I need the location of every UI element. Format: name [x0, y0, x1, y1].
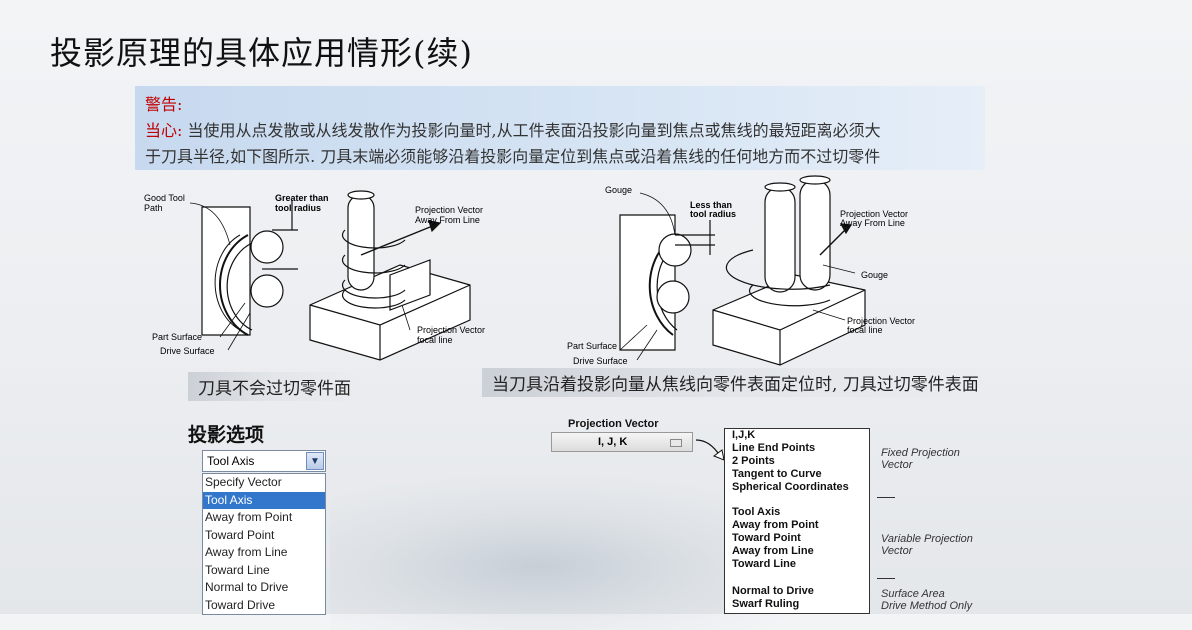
drive-surface-label-right: Drive Surface	[573, 356, 628, 366]
gouge-top-label: Gouge	[605, 185, 632, 195]
part-surface-label-right: Part Surface	[567, 341, 617, 351]
caution-label: 当心:	[145, 121, 183, 140]
pv-list-item[interactable]: Toward Point	[732, 532, 801, 544]
part-surface-label: Part Surface	[152, 332, 202, 342]
greater-than-label: Greater than	[275, 193, 329, 203]
right-diagram: Gouge Less than tool radius Projection V…	[567, 175, 915, 366]
projection-away-label: Projection Vector	[415, 205, 483, 215]
warning-line-1: 当心: 当使用从点发散或从线发散作为投影向量时,从工件表面沿投影向量到焦点或焦线…	[145, 121, 881, 140]
projection-vector-value: I, J, K	[598, 436, 628, 448]
dropdown-item[interactable]: Normal to Drive	[205, 580, 289, 594]
projection-select-value: Tool Axis	[207, 454, 255, 468]
greater-than-label-2: tool radius	[275, 203, 321, 213]
caption-left: 刀具不会过切零件面	[188, 372, 361, 401]
projection-focal-label-right: Projection Vector	[847, 316, 915, 326]
left-diagram: Good Tool Path Greater than tool radius …	[144, 190, 485, 361]
drive-surface-label: Drive Surface	[160, 346, 215, 356]
group-divider	[877, 578, 895, 579]
warning-box: 警告: 当心: 当使用从点发散或从线发散作为投影向量时,从工件表面沿投影向量到焦…	[135, 86, 985, 170]
dropdown-item[interactable]: Toward Point	[205, 527, 275, 542]
pv-list-item[interactable]: Swarf Ruling	[732, 598, 800, 610]
page-title: 投影原理的具体应用情形(续)	[50, 34, 473, 72]
projection-select[interactable]: Tool Axis ▼	[202, 450, 326, 472]
caption-right: 当刀具沿着投影向量从焦线向零件表面定位时, 刀具过切零件表面	[482, 368, 989, 397]
projection-dropdown: Specify Vector Tool Axis Away from Point…	[202, 473, 326, 615]
pv-list-item[interactable]: Spherical Coordinates	[732, 481, 849, 493]
projection-vector-label: Projection Vector	[568, 418, 659, 430]
dropdown-item[interactable]: Toward Drive	[205, 597, 276, 612]
group-divider	[877, 497, 895, 498]
pv-list-item[interactable]: Toward Line	[732, 558, 796, 570]
chevron-down-icon[interactable]: ▼	[306, 452, 324, 470]
warning-heading: 警告:	[145, 95, 183, 114]
pv-list-item[interactable]: 2 Points	[732, 455, 775, 467]
good-tool-label-2: Path	[144, 203, 163, 213]
projection-focal-label-2: focal line	[417, 335, 453, 345]
good-tool-label: Good Tool	[144, 193, 185, 203]
pointer-arrow-icon	[695, 439, 725, 461]
projection-away-label-2: Away From Line	[415, 215, 480, 225]
dropdown-item[interactable]: Specify Vector	[205, 475, 282, 489]
less-than-label: Less than	[690, 200, 732, 210]
projection-focal-label-right-2: focal line	[847, 325, 883, 335]
group-fixed-label: Fixed Projection Vector	[881, 447, 960, 471]
projection-vector-list: I,J,K Line End Points 2 Points Tangent t…	[724, 428, 870, 614]
dropdown-item-selected[interactable]: Tool Axis	[203, 491, 325, 509]
group-variable-label: Variable Projection Vector	[881, 533, 973, 557]
dropdown-item[interactable]: Away from Line	[205, 545, 288, 559]
pv-list-item[interactable]: Away from Line	[732, 545, 814, 557]
pv-list-item[interactable]: Tool Axis	[732, 506, 781, 518]
pv-list-item[interactable]: I,J,K	[732, 429, 756, 441]
less-than-label-2: tool radius	[690, 209, 736, 219]
dropdown-item[interactable]: Toward Line	[205, 562, 270, 577]
projection-away-label-right: Projection Vector	[840, 209, 908, 219]
gouge-right-label: Gouge	[861, 270, 888, 280]
projection-away-label-right-2: Away From Line	[840, 218, 905, 228]
pv-list-item[interactable]: Tangent to Curve	[732, 468, 822, 480]
pv-list-item[interactable]: Normal to Drive	[732, 585, 814, 597]
pv-list-item[interactable]: Away from Point	[732, 519, 819, 531]
group-surface-label: Surface Area Drive Method Only	[881, 588, 973, 612]
warning-line-2: 于刀具半径,如下图所示. 刀具末端必须能够沿着投影向量定位到焦点或沿着焦线的任何…	[145, 147, 881, 166]
projection-vector-button[interactable]: I, J, K	[551, 432, 693, 452]
projection-focal-label: Projection Vector	[417, 325, 485, 335]
dropdown-item[interactable]: Away from Point	[205, 510, 293, 524]
pv-list-item[interactable]: Line End Points	[732, 442, 816, 454]
option-menu-indicator-icon	[670, 439, 682, 447]
projection-options-title: 投影选项	[188, 424, 265, 446]
